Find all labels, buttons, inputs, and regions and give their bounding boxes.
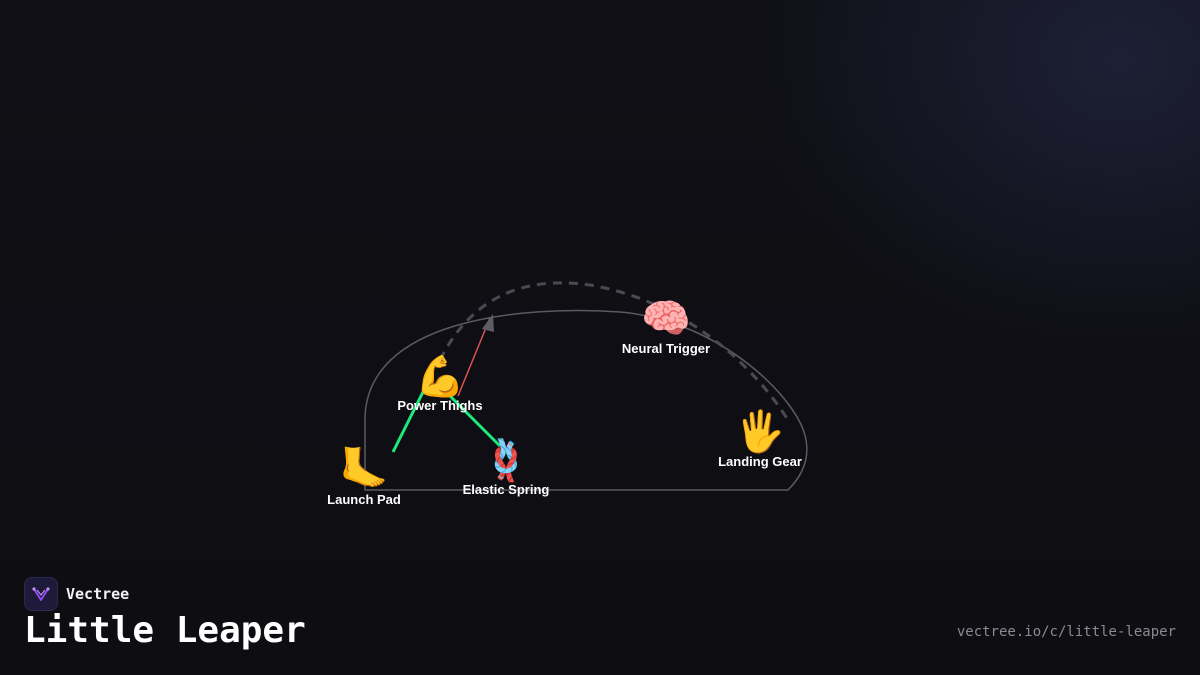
- node-label: Landing Gear: [718, 454, 802, 469]
- node-label: Elastic Spring: [463, 482, 550, 497]
- page-title: Little Leaper: [24, 610, 306, 651]
- node-power-thighs: 💪 Power Thighs: [397, 353, 482, 413]
- body-outline: [364, 309, 808, 491]
- node-label: Neural Trigger: [622, 341, 710, 356]
- node-label: Launch Pad: [327, 492, 401, 507]
- leg-link-power-spring: [446, 392, 502, 448]
- jump-trajectory: [438, 281, 790, 421]
- force-arrowhead: [482, 314, 494, 332]
- node-landing-gear: 🖐 Landing Gear: [718, 407, 802, 469]
- knot-icon: 🪢: [481, 437, 531, 484]
- node-label: Power Thighs: [397, 398, 482, 413]
- force-arrow: [457, 317, 491, 397]
- brand: Vectree: [24, 577, 129, 611]
- node-neural-trigger: 🧠 Neural Trigger: [622, 296, 710, 356]
- page-url: vectree.io/c/little-leaper: [956, 624, 1176, 640]
- brain-icon: 🧠: [641, 296, 691, 342]
- leg-link-launch-power: [391, 389, 426, 453]
- flexed-bicep-icon: 💪: [415, 353, 465, 400]
- brand-name: Vectree: [66, 585, 130, 603]
- foot-icon: 🦶: [339, 445, 389, 492]
- node-launch-pad: 🦶 Launch Pad: [327, 445, 401, 507]
- vectree-logo-icon: [24, 577, 58, 611]
- node-elastic-spring: 🪢 Elastic Spring: [463, 437, 550, 497]
- raised-hand-icon: 🖐: [735, 407, 785, 457]
